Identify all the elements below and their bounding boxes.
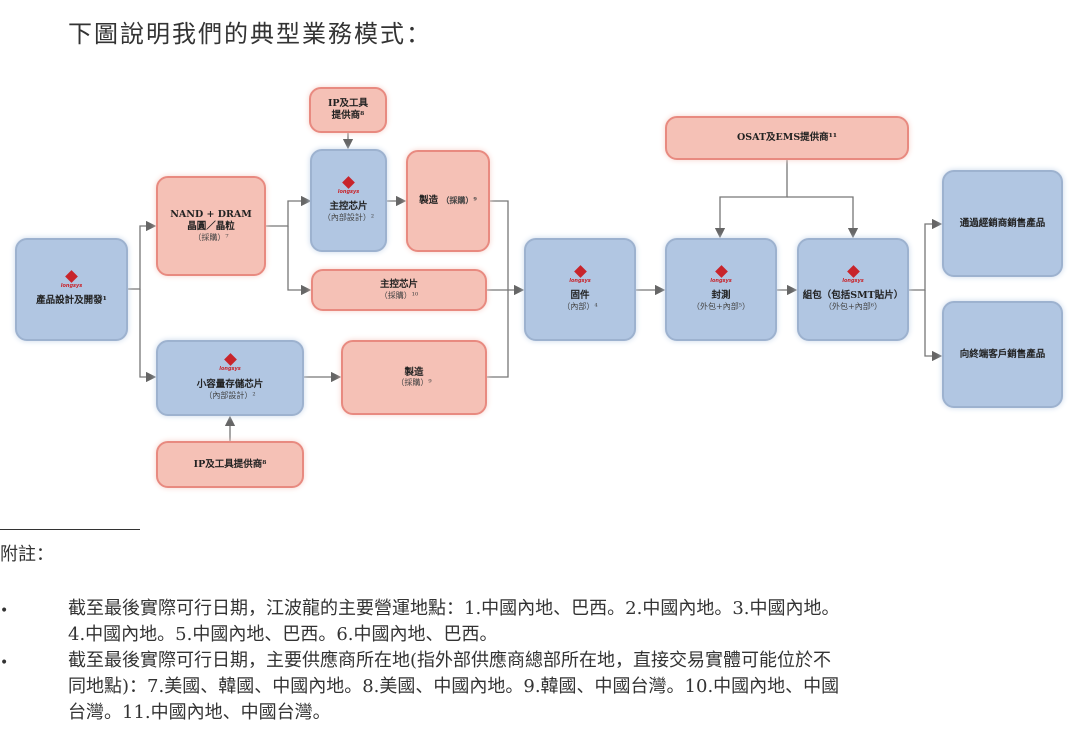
controller-chip-internal-box: longsys 主控芯片 （內部設計）²	[310, 149, 387, 252]
osat-ems-label: OSAT及EMS提供商¹¹	[737, 132, 837, 144]
notes-title: 附註：	[0, 544, 54, 565]
ip-tools-label: IP及工具	[327, 98, 369, 110]
wafer-die-label: 晶圓／晶粒	[187, 221, 235, 232]
packaging-testing-label: 封測	[711, 290, 731, 302]
ip-tools-provider-top-box: IP及工具 提供商⁸	[309, 87, 387, 133]
firmware-box: longsys 固件 （內部）⁴	[524, 238, 636, 341]
note-2-line-3: 台灣。11.中國內地、中國台灣。	[68, 702, 331, 723]
nand-dram-wafer-box: NAND + DRAM 晶圓／晶粒 （採購）⁷	[156, 176, 266, 276]
note-2-line-1: 截至最後實際可行日期，主要供應商所在地(指外部供應商總部所在地，直接交易實體可能…	[68, 650, 832, 671]
page-heading: 下圖說明我們的典型業務模式：	[68, 20, 432, 48]
end-customer-sales-label: 向終端客戶銷售產品	[959, 348, 1046, 360]
purchase-note: （採購）⁹	[396, 378, 432, 388]
note-2-line-2: 同地點)：7.美國、韓國、中國內地。8.美國、中國內地。9.韓國、中國台灣。10…	[68, 676, 840, 697]
nand-dram-label: NAND + DRAM	[170, 209, 252, 221]
flow-connectors	[128, 133, 943, 441]
longsys-logo: longsys	[710, 265, 732, 284]
product-design-box: longsys 產品設計及開發¹	[15, 238, 128, 341]
manufacturing-bottom-box: 製造 （採購）⁹	[341, 340, 487, 415]
longsys-logo: longsys	[842, 265, 864, 284]
distributor-sales-label: 通過經銷商銷售產品	[959, 217, 1046, 229]
longsys-logo: longsys	[219, 353, 241, 372]
nand-purchase-note: （採購）⁷	[193, 232, 229, 242]
longsys-logo: longsys	[569, 265, 591, 284]
controller-chip-label: 主控芯片	[329, 201, 368, 213]
outsource-internal-note: （外包+內部⁶）	[824, 302, 882, 312]
longsys-logo: longsys	[338, 176, 359, 195]
firmware-label: 固件	[570, 290, 590, 302]
packaging-testing-box: longsys 封測 （外包+內部⁵）	[665, 238, 777, 341]
longsys-logo: longsys	[61, 270, 82, 289]
ip-tools-provider-label: IP及工具提供商⁸	[193, 458, 267, 470]
end-customer-sales-box: 向終端客戶銷售產品	[942, 301, 1063, 408]
internal-note: （內部）⁴	[562, 302, 598, 312]
internal-design-note: （內部設計）²	[322, 213, 375, 223]
notes-divider	[0, 529, 140, 530]
manufacturing-top-label: 製造 （採購）⁹	[419, 195, 477, 207]
ip-tools-provider-bottom-box: IP及工具提供商⁸	[156, 441, 304, 488]
note-1-line-1: 截至最後實際可行日期，江波龍的主要營運地點：1.中國內地、巴西。2.中國內地。3…	[68, 598, 840, 619]
note-bullet: •	[0, 603, 9, 619]
distributor-sales-box: 通過經銷商銷售產品	[942, 170, 1063, 277]
manufacturing-top-box: 製造 （採購）⁹	[406, 150, 490, 252]
controller-chip-purchased-box: 主控芯片 （採購）¹⁰	[311, 269, 487, 311]
outsource-internal-note: （外包+內部⁵）	[692, 302, 750, 312]
provider-label: 提供商⁸	[331, 110, 365, 121]
controller-chip-label: 主控芯片	[379, 279, 418, 291]
small-capacity-chip-label: 小容量存儲芯片	[196, 378, 264, 390]
product-design-label: 產品設計及開發¹	[36, 295, 107, 307]
small-capacity-storage-chip-box: longsys 小容量存儲芯片 （內部設計）²	[156, 340, 304, 416]
note-1-line-2: 4.中國內地。5.中國內地、巴西。6.中國內地、巴西。	[68, 624, 498, 645]
module-assembly-label: 組包（包括SMT貼片）	[802, 290, 904, 302]
osat-ems-provider-box: OSAT及EMS提供商¹¹	[665, 116, 909, 160]
manufacturing-bottom-label: 製造	[404, 366, 424, 378]
internal-design-note: （內部設計）²	[204, 390, 256, 400]
module-assembly-box: longsys 組包（包括SMT貼片） （外包+內部⁶）	[797, 238, 909, 341]
purchase-note: （採購）¹⁰	[379, 290, 419, 300]
note-bullet: •	[0, 655, 9, 671]
